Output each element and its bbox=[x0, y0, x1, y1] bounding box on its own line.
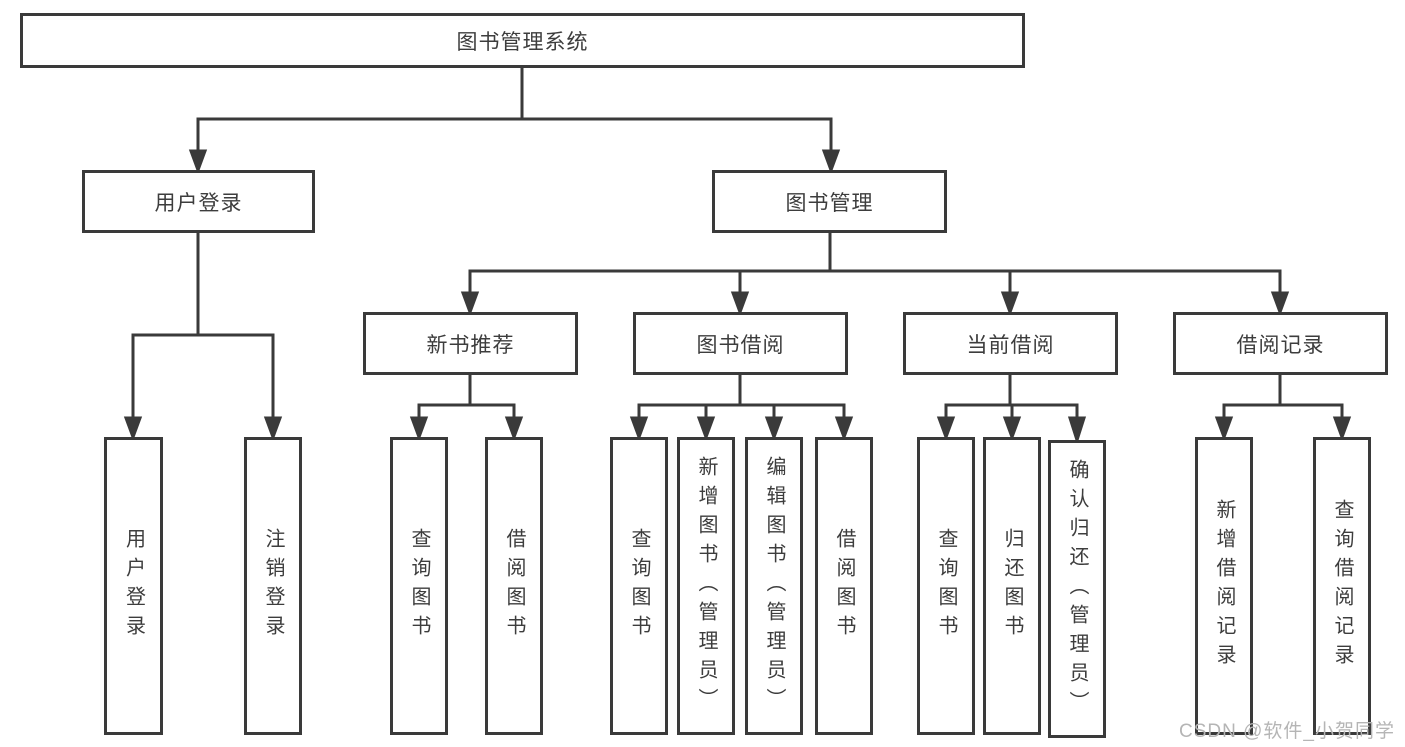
leaf-borrow-book: 借阅图书 bbox=[815, 437, 873, 735]
arrowhead bbox=[834, 416, 854, 442]
leaf-query-borrow-record: 查询借阅记录 bbox=[1313, 437, 1371, 735]
arrowhead bbox=[730, 291, 750, 317]
arrowhead bbox=[504, 416, 524, 442]
leaf-query-books: 查询图书 bbox=[917, 437, 975, 735]
leaf-borrow-book: 借阅图书 bbox=[485, 437, 543, 735]
leaf-query-books: 查询图书 bbox=[390, 437, 448, 735]
node-borrow-records: 借阅记录 bbox=[1173, 312, 1388, 375]
arrowhead bbox=[123, 416, 143, 442]
arrowhead bbox=[188, 149, 208, 175]
csdn-watermark: CSDN @软件_小贺同学 bbox=[1179, 721, 1395, 742]
arrowhead bbox=[460, 291, 480, 317]
arrowhead bbox=[629, 416, 649, 442]
leaf-user-login: 用户登录 bbox=[104, 437, 163, 735]
arrowhead bbox=[1270, 291, 1290, 317]
node-book-borrowing: 图书借阅 bbox=[633, 312, 848, 375]
leaf-confirm-return-admin: 确认归还（管理员） bbox=[1048, 440, 1106, 738]
arrowhead bbox=[764, 416, 784, 442]
arrowhead bbox=[263, 416, 283, 442]
leaf-edit-book-admin: 编辑图书（管理员） bbox=[745, 437, 803, 735]
arrowhead bbox=[821, 149, 841, 175]
arrowhead bbox=[1332, 416, 1352, 442]
node-user-login: 用户登录 bbox=[82, 170, 315, 233]
arrowhead bbox=[409, 416, 429, 442]
node-new-book-recommend: 新书推荐 bbox=[363, 312, 578, 375]
arrowhead bbox=[696, 416, 716, 442]
leaf-add-book-admin: 新增图书（管理员） bbox=[677, 437, 735, 735]
node-current-borrowing: 当前借阅 bbox=[903, 312, 1118, 375]
leaf-return-book: 归还图书 bbox=[983, 437, 1041, 735]
arrowhead bbox=[1000, 291, 1020, 317]
leaf-logout: 注销登录 bbox=[244, 437, 302, 735]
arrowhead bbox=[1067, 416, 1087, 445]
arrowhead bbox=[936, 416, 956, 442]
node-book-management: 图书管理 bbox=[712, 170, 947, 233]
node-root: 图书管理系统 bbox=[20, 13, 1025, 68]
leaf-add-borrow-record: 新增借阅记录 bbox=[1195, 437, 1253, 735]
arrowhead bbox=[1214, 416, 1234, 442]
arrowhead bbox=[1002, 416, 1022, 442]
leaf-query-books: 查询图书 bbox=[610, 437, 668, 735]
